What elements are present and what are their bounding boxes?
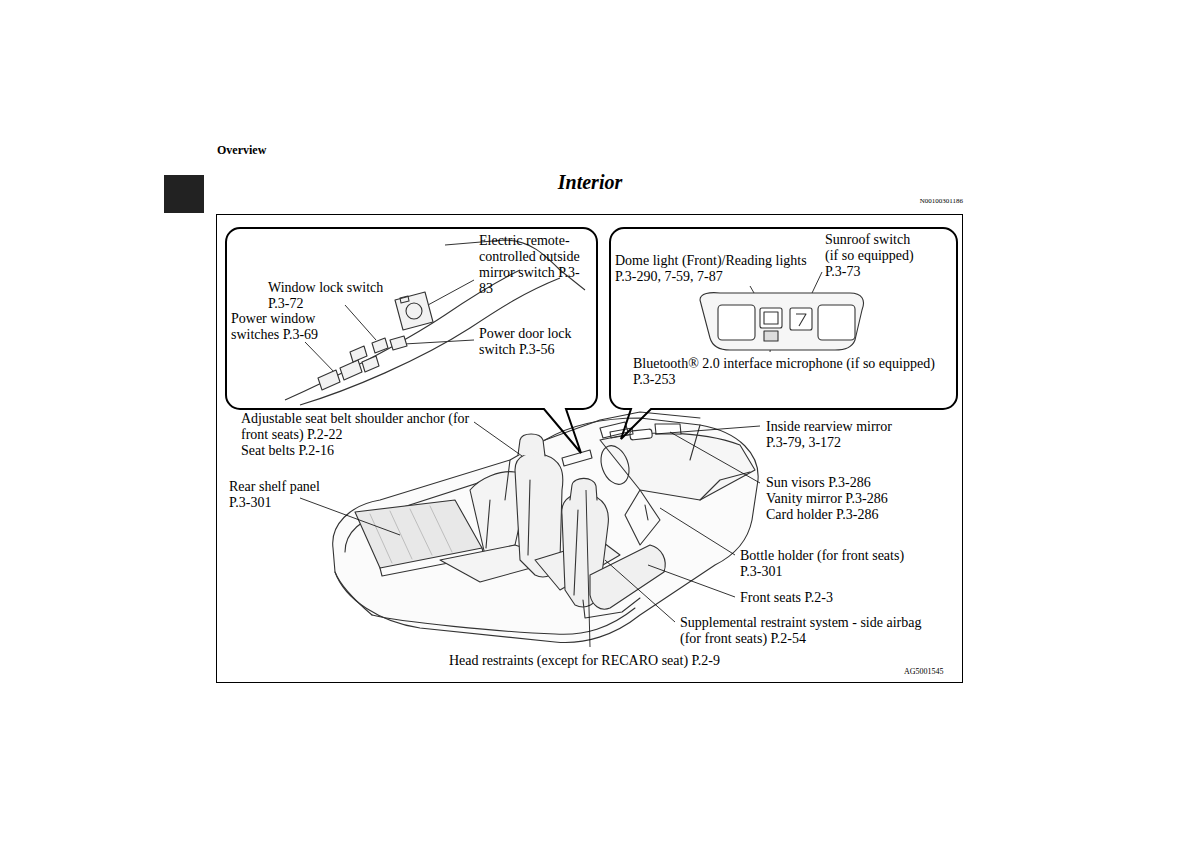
illustration-line <box>660 508 735 555</box>
illustration-line <box>528 480 530 555</box>
illustration-line <box>390 336 407 350</box>
callout-label: Vanity mirror P.3-286 <box>766 491 888 507</box>
illustration-line <box>600 433 755 500</box>
illustration-line <box>474 422 522 456</box>
illustration-line <box>605 560 675 622</box>
callout-label: Sun visors P.3-286 <box>766 475 871 491</box>
callout-label: Bottle holder (for front seats) P.3-301 <box>740 548 915 580</box>
callout-label: Card holder P.3-286 <box>766 507 878 523</box>
illustration-line <box>300 498 400 535</box>
illustration-line <box>764 312 778 324</box>
page-title: Interior <box>558 170 622 194</box>
callout-label: Power door lock switch P.3-56 <box>479 326 584 358</box>
illustration-line <box>318 370 340 390</box>
illustration-line <box>395 292 433 330</box>
callout-label: Front seats P.2-3 <box>740 590 833 606</box>
illustration-line <box>340 360 362 380</box>
callout-label: Head restraints (except for RECARO seat)… <box>449 653 720 669</box>
door-panel-detail <box>285 240 585 405</box>
illustration-line <box>345 305 376 340</box>
illustration-line <box>518 434 545 456</box>
callout-label: Bluetooth® 2.0 interface microphone (if … <box>633 356 948 388</box>
document-code: N00100301186 <box>920 196 963 206</box>
illustration-line <box>718 305 755 340</box>
callout-inset: Dome light (Front)/Reading lights P.3-29… <box>610 228 957 409</box>
illustration-line <box>390 511 412 559</box>
illustration-line <box>590 545 665 609</box>
overhead-console-detail <box>700 293 864 350</box>
illustration-line <box>370 514 392 563</box>
figure-frame: Adjustable seat belt shoulder anchor (fo… <box>216 214 963 683</box>
illustration-line <box>700 472 750 500</box>
car-interior <box>333 412 758 643</box>
illustration-line <box>406 303 422 319</box>
illustration-line <box>400 296 409 303</box>
illustration-line <box>818 305 855 340</box>
illustration-line <box>430 506 452 552</box>
illustration-line <box>670 432 760 483</box>
illustration-line <box>333 418 758 643</box>
callout-label: Supplemental restraint system - side air… <box>680 615 932 647</box>
illustration-line <box>335 572 372 615</box>
illustration-line <box>596 442 634 488</box>
section-header: Overview <box>217 143 266 158</box>
illustration-line <box>648 565 735 597</box>
illustration-line <box>700 293 864 350</box>
illustration-line <box>574 510 578 595</box>
callout-inset: Electric remote-controlled outside mirro… <box>226 228 597 409</box>
callout-label: Window lock switch P.3-72 <box>268 280 393 312</box>
illustration-line <box>350 346 367 362</box>
illustration-line <box>410 509 432 555</box>
callout-label: Sunroof switch (if so equipped) P.3-73 <box>825 232 921 280</box>
illustration-line <box>372 608 635 634</box>
section-tab <box>164 175 204 213</box>
illustration-line <box>796 314 806 326</box>
illustration-line <box>583 598 640 618</box>
inset-outline <box>610 228 957 439</box>
illustration-line <box>586 490 590 647</box>
illustration-line <box>300 278 560 405</box>
callout-label: Electric remote-controlled outside mirro… <box>479 233 591 297</box>
illustration-line <box>562 450 592 466</box>
illustration-line <box>428 280 474 305</box>
callout-label: Dome light (Front)/Reading lights P.3-29… <box>615 253 820 285</box>
illustration-line <box>486 500 490 548</box>
illustration-line <box>764 331 778 341</box>
illustration-line <box>370 506 452 563</box>
illustration-line <box>505 460 510 500</box>
callout-label: Adjustable seat belt shoulder anchor (fo… <box>241 411 481 443</box>
illustration-line <box>760 308 782 328</box>
illustration-line <box>625 490 660 545</box>
callout-label: Power window switches P.3-69 <box>231 311 331 343</box>
inset-outline <box>226 228 597 453</box>
callout-label: Seat belts P.2-16 <box>241 443 334 459</box>
illustration-line <box>570 478 597 500</box>
figure-code: AG5001545 <box>904 667 944 677</box>
illustration-line <box>362 356 379 372</box>
illustration-line <box>372 338 388 353</box>
illustration-line <box>790 308 812 330</box>
callout-label: Rear shelf panel P.3-301 <box>229 479 334 511</box>
illustration-line <box>645 505 648 520</box>
illustration-line <box>690 425 700 460</box>
callout-label: Inside rearview mirror P.3-79, 3-172 <box>766 419 901 451</box>
illustration-line <box>404 340 474 344</box>
